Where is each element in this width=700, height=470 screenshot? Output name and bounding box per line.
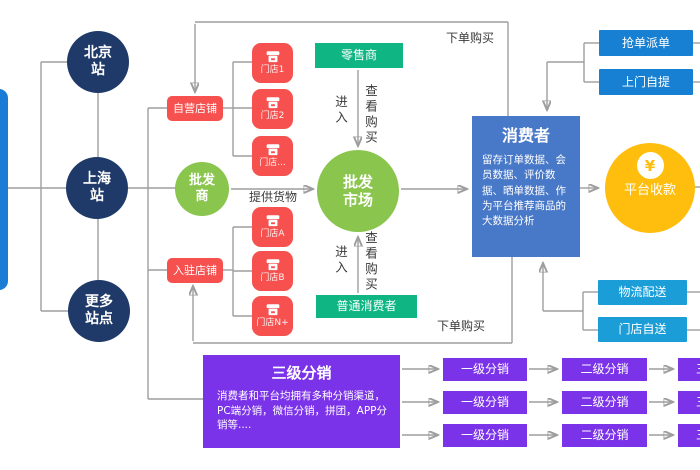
ordinary-consumer-label: 普通消费者 bbox=[336, 299, 397, 314]
level-label: 三级分销 bbox=[696, 395, 700, 409]
level1-row1: 一级分销 bbox=[443, 358, 527, 381]
fulfillment-pickup: 上门自提 bbox=[599, 69, 693, 95]
platform-collection-node: ¥ 平台收款 bbox=[605, 143, 695, 233]
fulfillment-store-delivery: 门店自送 bbox=[598, 317, 687, 342]
station-label: 更多站点 bbox=[85, 294, 113, 327]
level3-row3: 三级分销 bbox=[678, 424, 700, 447]
fulfillment-logistics: 物流配送 bbox=[598, 280, 687, 305]
level-label: 二级分销 bbox=[580, 428, 629, 443]
wholesaler-node: 批发商 bbox=[175, 162, 229, 216]
edge-label-view-buy-bottom: 查看购买 bbox=[363, 231, 378, 293]
storefront-icon bbox=[266, 304, 279, 316]
store-etc: 门店... bbox=[252, 136, 293, 176]
station-beijing: 北京站 bbox=[67, 31, 129, 93]
level-label: 二级分销 bbox=[580, 395, 629, 410]
level-label: 二级分销 bbox=[580, 362, 629, 377]
self-operated-shops-tag: 自营店铺 bbox=[167, 96, 223, 121]
wholesale-market-node: 批发市场 bbox=[317, 150, 399, 232]
consumer-description: 留存订单数据、会员数据、评价数据、晒单数据、作为平台推荐商品的大数据分析 bbox=[482, 154, 566, 228]
edge-label-order-top: 下单购买 bbox=[446, 31, 495, 45]
level3-row1: 三级分销 bbox=[678, 358, 700, 381]
station-more: 更多站点 bbox=[68, 280, 130, 342]
storefront-icon bbox=[266, 97, 279, 109]
tag-label: 自营店铺 bbox=[173, 101, 217, 115]
level2-row2: 二级分销 bbox=[562, 391, 647, 414]
store-label: 门店A bbox=[260, 229, 285, 240]
level1-row3: 一级分销 bbox=[443, 424, 527, 447]
retailer-node: 零售商 bbox=[315, 43, 403, 68]
storefront-icon bbox=[266, 51, 279, 63]
edge-label-view-buy-top: 查看购买 bbox=[363, 84, 378, 146]
level-label: 一级分销 bbox=[460, 362, 509, 377]
yuan-coin-icon: ¥ bbox=[636, 152, 664, 179]
platform-collection-label: 平台收款 bbox=[623, 183, 676, 198]
store-label: 门店1 bbox=[260, 65, 285, 76]
storefront-icon bbox=[266, 144, 279, 156]
fulfillment-label: 上门自提 bbox=[621, 74, 670, 89]
store-1: 门店1 bbox=[252, 43, 293, 83]
level-label: 三级分销 bbox=[696, 428, 700, 442]
store-a: 门店A bbox=[252, 207, 293, 247]
level2-row1: 二级分销 bbox=[562, 358, 647, 381]
distribution-description: 消费者和平台均拥有多种分销渠道，PC端分销，微信分销，拼团，APP分销等.... bbox=[217, 390, 388, 432]
fulfillment-label: 物流配送 bbox=[618, 285, 667, 300]
level3-row2: 三级分销 bbox=[678, 391, 700, 414]
edge-label-supply-goods: 提供货物 bbox=[249, 190, 298, 204]
yuan-symbol: ¥ bbox=[644, 156, 656, 175]
level2-row3: 二级分销 bbox=[562, 424, 647, 447]
wholesaler-label: 批发商 bbox=[188, 173, 215, 204]
distribution-title: 三级分销 bbox=[271, 364, 332, 382]
store-label: 门店... bbox=[259, 158, 286, 169]
station-label: 北京站 bbox=[84, 45, 112, 78]
level-label: 一级分销 bbox=[460, 395, 509, 410]
station-label: 上海站 bbox=[83, 171, 111, 204]
distribution-block: 三级分销 消费者和平台均拥有多种分销渠道，PC端分销，微信分销，拼团，APP分销… bbox=[203, 355, 400, 448]
platform-block-clipped bbox=[0, 89, 8, 290]
station-shanghai: 上海站 bbox=[66, 157, 128, 219]
settled-shops-tag: 入驻店铺 bbox=[167, 258, 223, 283]
store-n-plus: 门店N+ bbox=[252, 296, 293, 336]
consumer-block: 消费者 留存订单数据、会员数据、评价数据、晒单数据、作为平台推荐商品的大数据分析 bbox=[472, 116, 580, 257]
storefront-icon bbox=[266, 215, 279, 227]
retailer-label: 零售商 bbox=[340, 48, 377, 63]
edge-label-order-bottom: 下单购买 bbox=[437, 319, 486, 333]
edge-label-enter-bottom: 进入 bbox=[333, 245, 348, 276]
ordinary-consumer-node: 普通消费者 bbox=[316, 295, 417, 318]
fulfillment-grab-dispatch: 抢单派单 bbox=[599, 30, 693, 56]
store-label: 门店N+ bbox=[256, 318, 289, 329]
store-label: 门店2 bbox=[260, 111, 285, 122]
wholesale-market-label: 批发市场 bbox=[342, 173, 373, 209]
level1-row2: 一级分销 bbox=[443, 391, 527, 414]
edge-label-enter-top: 进入 bbox=[333, 95, 348, 126]
level-label: 一级分销 bbox=[460, 428, 509, 443]
fulfillment-label: 门店自送 bbox=[618, 322, 667, 337]
level-label: 三级分销 bbox=[696, 362, 700, 376]
storefront-icon bbox=[266, 259, 279, 271]
store-b: 门店B bbox=[252, 251, 293, 291]
store-label: 门店B bbox=[260, 273, 285, 284]
consumer-title: 消费者 bbox=[501, 126, 550, 145]
tag-label: 入驻店铺 bbox=[173, 263, 217, 277]
fulfillment-label: 抢单派单 bbox=[621, 35, 670, 50]
store-2: 门店2 bbox=[252, 89, 293, 129]
